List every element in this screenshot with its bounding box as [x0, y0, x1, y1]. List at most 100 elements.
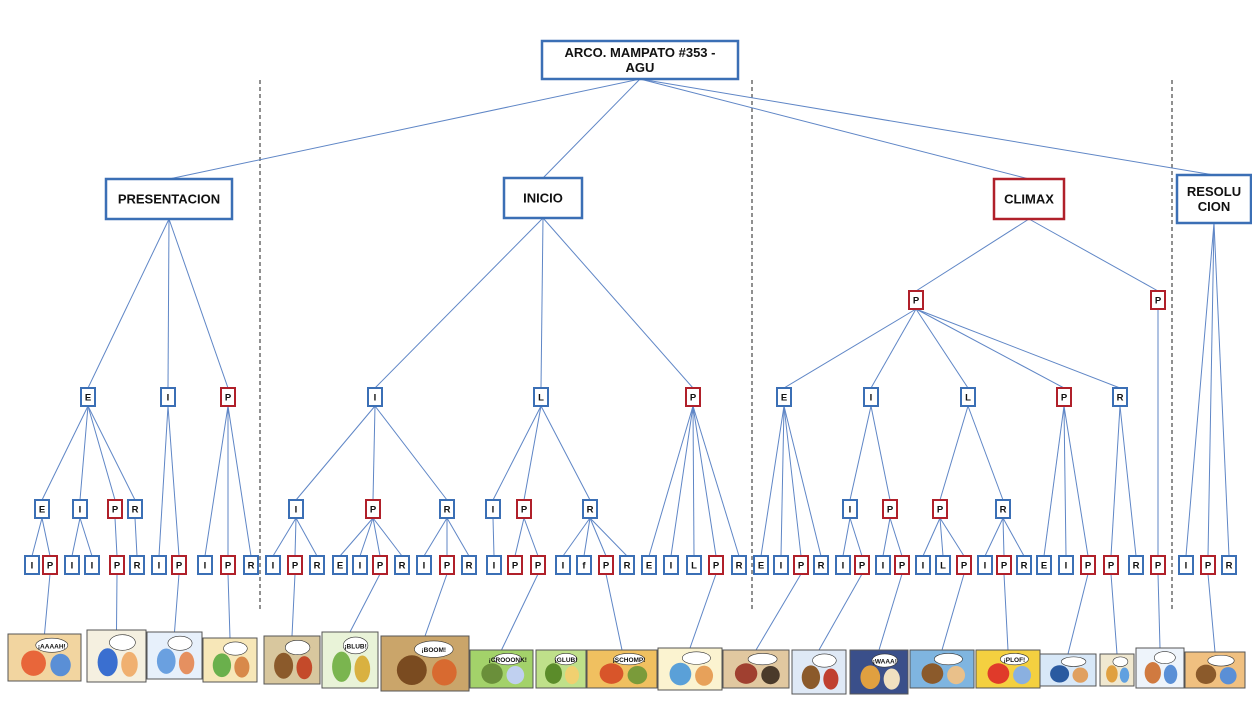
- node-box: [686, 555, 702, 575]
- node-box: [956, 555, 972, 575]
- speech-bubble: [1000, 653, 1029, 666]
- tree-edge: [783, 308, 917, 389]
- panel-link: [1067, 573, 1089, 655]
- comic-panel: [146, 631, 203, 680]
- node-box: [64, 555, 80, 575]
- node-r: R: [127, 499, 143, 519]
- tree-edge: [87, 218, 170, 389]
- tree-edge: [204, 405, 229, 557]
- tree-edge: [915, 218, 1030, 292]
- node-label: P: [47, 561, 54, 572]
- speech-bubble: [167, 635, 193, 651]
- node-r: R: [582, 499, 598, 519]
- comic-figure: [627, 665, 648, 685]
- speech-bubble: [1112, 656, 1129, 667]
- tree-edge: [583, 517, 591, 557]
- node-label: P: [444, 561, 451, 572]
- comic-panel: ¡BLUB!: [321, 631, 379, 689]
- node-r: R: [1112, 387, 1128, 407]
- node-p: P: [530, 555, 546, 575]
- node-e: E: [1036, 555, 1052, 575]
- tree-edge: [523, 517, 539, 557]
- node-p: P: [598, 555, 614, 575]
- tree-edge: [446, 517, 470, 557]
- node-i: I: [977, 555, 993, 575]
- node-label: I: [91, 561, 94, 572]
- panel-caption: ¡AAAAH!: [38, 643, 66, 650]
- node-box: [372, 555, 388, 575]
- node-box: [394, 555, 410, 575]
- node-label: R: [1000, 505, 1007, 516]
- node-r: R: [394, 555, 410, 575]
- node-label: f: [582, 561, 586, 572]
- node-label: L: [940, 561, 946, 572]
- comic-panel: [202, 637, 258, 683]
- node-box: [1103, 555, 1119, 575]
- node-box: [265, 555, 281, 575]
- speech-bubble: [35, 637, 69, 653]
- node-label: E: [39, 505, 45, 516]
- node-box: [486, 555, 502, 575]
- tree-edge: [168, 78, 641, 180]
- node-box: [461, 555, 477, 575]
- panel-link: [941, 573, 965, 651]
- comic-figure: [921, 663, 944, 684]
- tree-edge: [639, 78, 1030, 180]
- section-inicio: INICIO: [502, 176, 584, 220]
- comic-figure: [212, 653, 232, 678]
- node-box: [24, 555, 40, 575]
- section-presentacion-label: PRESENTACION: [118, 192, 220, 207]
- tree-edge: [1043, 405, 1065, 557]
- comic-panel: [1099, 653, 1135, 687]
- node-label: R: [587, 505, 594, 516]
- comic-figure: [761, 665, 780, 685]
- tree-edge: [1119, 405, 1137, 557]
- node-p: P: [1150, 290, 1166, 310]
- node-i: I: [352, 555, 368, 575]
- node-i: I: [160, 387, 176, 407]
- speech-bubble: [934, 653, 963, 666]
- node-box: [288, 499, 304, 519]
- node-label: P: [1061, 393, 1068, 404]
- node-label: P: [225, 561, 232, 572]
- node-p: P: [708, 555, 724, 575]
- speech-bubble: [682, 651, 711, 665]
- node-box: [287, 555, 303, 575]
- panel-link: [1110, 573, 1118, 655]
- node-label: P: [961, 561, 968, 572]
- node-label: R: [399, 561, 406, 572]
- node-box: [1150, 555, 1166, 575]
- node-label: L: [691, 561, 697, 572]
- node-label: E: [758, 561, 764, 572]
- node-i: I: [265, 555, 281, 575]
- node-box: [1058, 555, 1074, 575]
- node-box: [80, 387, 96, 407]
- node-box: [533, 387, 549, 407]
- node-box: [619, 555, 635, 575]
- tree-edge: [670, 405, 694, 557]
- node-p: P: [1150, 555, 1166, 575]
- comic-figure: [1106, 665, 1118, 683]
- tree-edge: [168, 218, 229, 389]
- panel-link: [44, 573, 51, 635]
- comic-figure: [156, 648, 176, 674]
- node-box: [1016, 555, 1032, 575]
- node-label: I: [882, 561, 885, 572]
- node-label: I: [359, 561, 362, 572]
- node-label: P: [370, 505, 377, 516]
- tree-edge: [372, 405, 376, 501]
- node-label: P: [798, 561, 805, 572]
- tree-edge: [915, 308, 969, 389]
- panel-caption: ¡GLUB!: [555, 657, 578, 664]
- node-box: [854, 555, 870, 575]
- comic-figure: [234, 656, 250, 678]
- node-box: [129, 555, 145, 575]
- tree-edge: [849, 405, 872, 501]
- comic-figure: [1144, 662, 1161, 684]
- comic-figure: [481, 663, 503, 684]
- node-box: [439, 555, 455, 575]
- node-i: I: [84, 555, 100, 575]
- node-box: [220, 387, 236, 407]
- speech-bubble: [223, 641, 248, 656]
- tree-edge: [1110, 405, 1121, 557]
